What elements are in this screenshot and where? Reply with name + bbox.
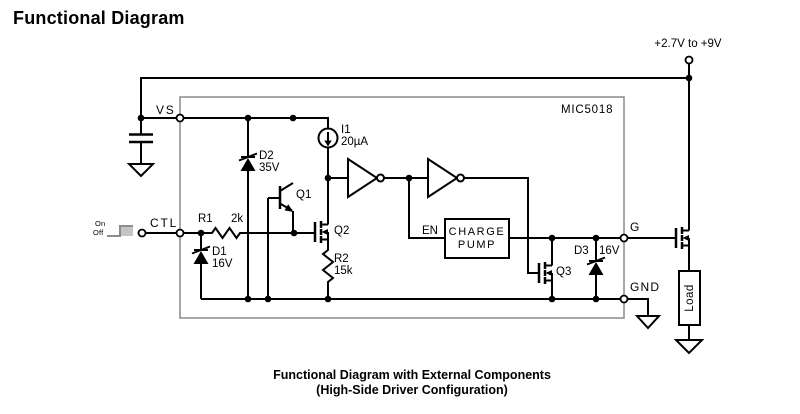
r1-ref-label: R1 bbox=[198, 213, 213, 225]
npn-q1-symbol bbox=[268, 182, 294, 212]
input-on-label: On bbox=[95, 219, 106, 228]
load-label: Load bbox=[679, 271, 700, 325]
pin-label-ctl: CTL bbox=[150, 216, 179, 230]
d1-value-label: 16V bbox=[212, 258, 233, 270]
gnd-pin-circle bbox=[619, 294, 629, 304]
ctl-pin-circle bbox=[175, 228, 185, 238]
inverter-2-bubble bbox=[456, 173, 465, 183]
charge-pump-box bbox=[444, 218, 510, 259]
q1-ref-label: Q1 bbox=[296, 189, 312, 201]
charge-pump-line1: CHARGE bbox=[448, 225, 506, 238]
junction-dots bbox=[137, 74, 693, 303]
chip-name: MIC5018 bbox=[561, 104, 614, 116]
zener-d1-symbol bbox=[191, 245, 211, 264]
step-waveform-icon bbox=[107, 225, 133, 237]
zener-d3-symbol bbox=[586, 256, 606, 275]
ctl-input-terminal bbox=[137, 228, 147, 238]
d3-ref-label: D3 bbox=[574, 245, 589, 257]
inverter-1-symbol bbox=[347, 157, 385, 199]
vs-pin-circle bbox=[175, 113, 185, 123]
ground-symbol-capacitor bbox=[126, 163, 156, 178]
external-mosfet-symbol bbox=[674, 227, 690, 249]
q2-ref-label: Q2 bbox=[334, 225, 350, 237]
charge-pump-label: CHARGE PUMP bbox=[445, 219, 509, 258]
inverter-1-bubble bbox=[376, 173, 385, 183]
i1-ref-label: I1 bbox=[341, 124, 351, 136]
charge-pump-line2: PUMP bbox=[457, 238, 497, 251]
supply-terminal bbox=[684, 55, 694, 65]
supply-voltage-label: +2.7V to +9V bbox=[654, 38, 722, 50]
d2-ref-label: D2 bbox=[259, 150, 274, 162]
d2-value-label: 35V bbox=[259, 162, 280, 174]
current-source-i1-symbol bbox=[317, 127, 339, 149]
q3-ref-label: Q3 bbox=[556, 266, 572, 278]
pin-label-gnd: GND bbox=[630, 280, 661, 294]
r1-value-label: 2k bbox=[231, 213, 244, 225]
d3-value-label: 16V bbox=[599, 245, 620, 257]
g-pin-circle bbox=[619, 233, 629, 243]
d1-ref-label: D1 bbox=[212, 246, 227, 258]
caption-line2: (High-Side Driver Configuration) bbox=[316, 383, 508, 397]
pin-label-vs: VS bbox=[156, 103, 176, 117]
inverter-2-symbol bbox=[427, 157, 465, 199]
r2-value-label: 15k bbox=[334, 265, 353, 277]
load-label-text: Load bbox=[683, 284, 696, 312]
r2-ref-label: R2 bbox=[334, 253, 349, 265]
i1-value-label: 20µA bbox=[341, 136, 369, 148]
mosfet-q2-symbol bbox=[313, 221, 329, 243]
pin-label-g: G bbox=[630, 220, 642, 234]
load-box bbox=[678, 270, 701, 326]
zener-d2-symbol bbox=[238, 152, 258, 171]
mosfet-q3-symbol bbox=[537, 262, 553, 284]
capacitor-symbol bbox=[129, 133, 153, 164]
page-title: Functional Diagram bbox=[13, 8, 185, 28]
ic-boundary-box bbox=[179, 96, 625, 319]
ground-symbol-load bbox=[673, 339, 705, 355]
caption-line1: Functional Diagram with External Compone… bbox=[273, 368, 551, 382]
input-off-label: Off bbox=[93, 228, 104, 237]
charge-pump-en-label: EN bbox=[422, 225, 438, 237]
ground-symbol-gnd-pin bbox=[634, 315, 662, 330]
